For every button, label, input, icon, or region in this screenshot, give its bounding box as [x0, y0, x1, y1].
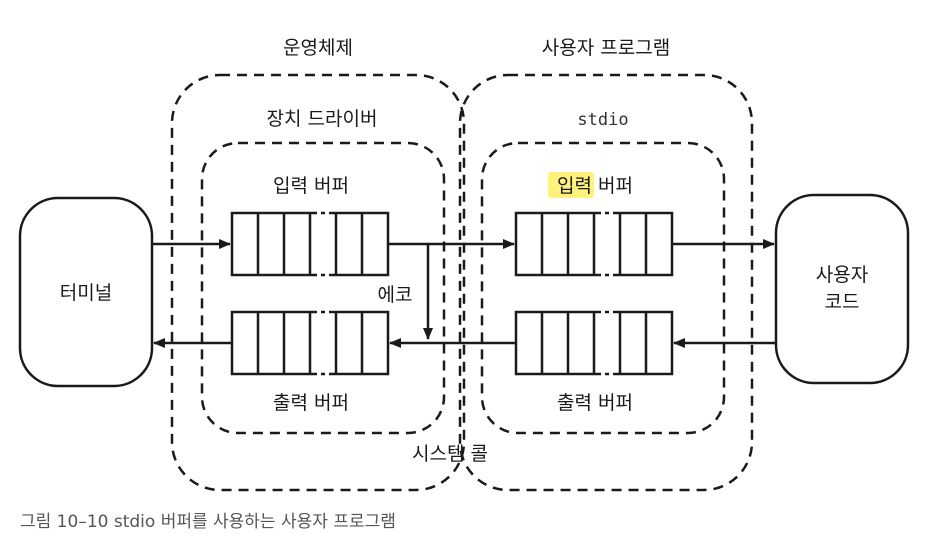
stdio-input-rest-text: 버퍼: [598, 175, 633, 197]
stdio-input-highlight-bg: [548, 172, 594, 198]
user-code-label-line1: 사용자: [816, 264, 868, 286]
stdio-input-buffer: [514, 208, 674, 280]
os-region: [170, 73, 466, 492]
driver-input-buffer-label: 입력 버퍼: [273, 175, 349, 197]
figure-caption: 그림 10–10 stdio 버퍼를 사용하는 사용자 프로그램: [20, 512, 396, 532]
device-driver-label: 장치 드라이버: [267, 108, 378, 130]
os-label: 운영체제: [283, 37, 353, 59]
driver-output-buffer-label: 출력 버퍼: [273, 392, 349, 414]
system-call-label: 시스템 콜: [412, 443, 488, 465]
user-program-region: [458, 73, 754, 492]
terminal-label: 터미널: [60, 282, 112, 304]
driver-input-buffer: [230, 208, 390, 280]
stdio-label: stdio: [577, 110, 628, 130]
user-code-box: [774, 193, 910, 385]
stdio-output-buffer-label: 출력 버퍼: [557, 392, 633, 414]
stdio-output-buffer: [514, 307, 674, 379]
driver-output-buffer: [230, 307, 390, 379]
terminal-box: [18, 196, 154, 388]
stdio-input-highlight-text: 입력: [557, 175, 592, 197]
user-code-label-line2: 코드: [825, 291, 860, 313]
user-program-label: 사용자 프로그램: [542, 37, 670, 59]
echo-label: 에코: [378, 284, 413, 306]
device-driver-region: [200, 141, 446, 435]
stdio-input-buffer-label: 입력 버퍼: [557, 175, 633, 197]
stdio-region: [480, 141, 726, 435]
